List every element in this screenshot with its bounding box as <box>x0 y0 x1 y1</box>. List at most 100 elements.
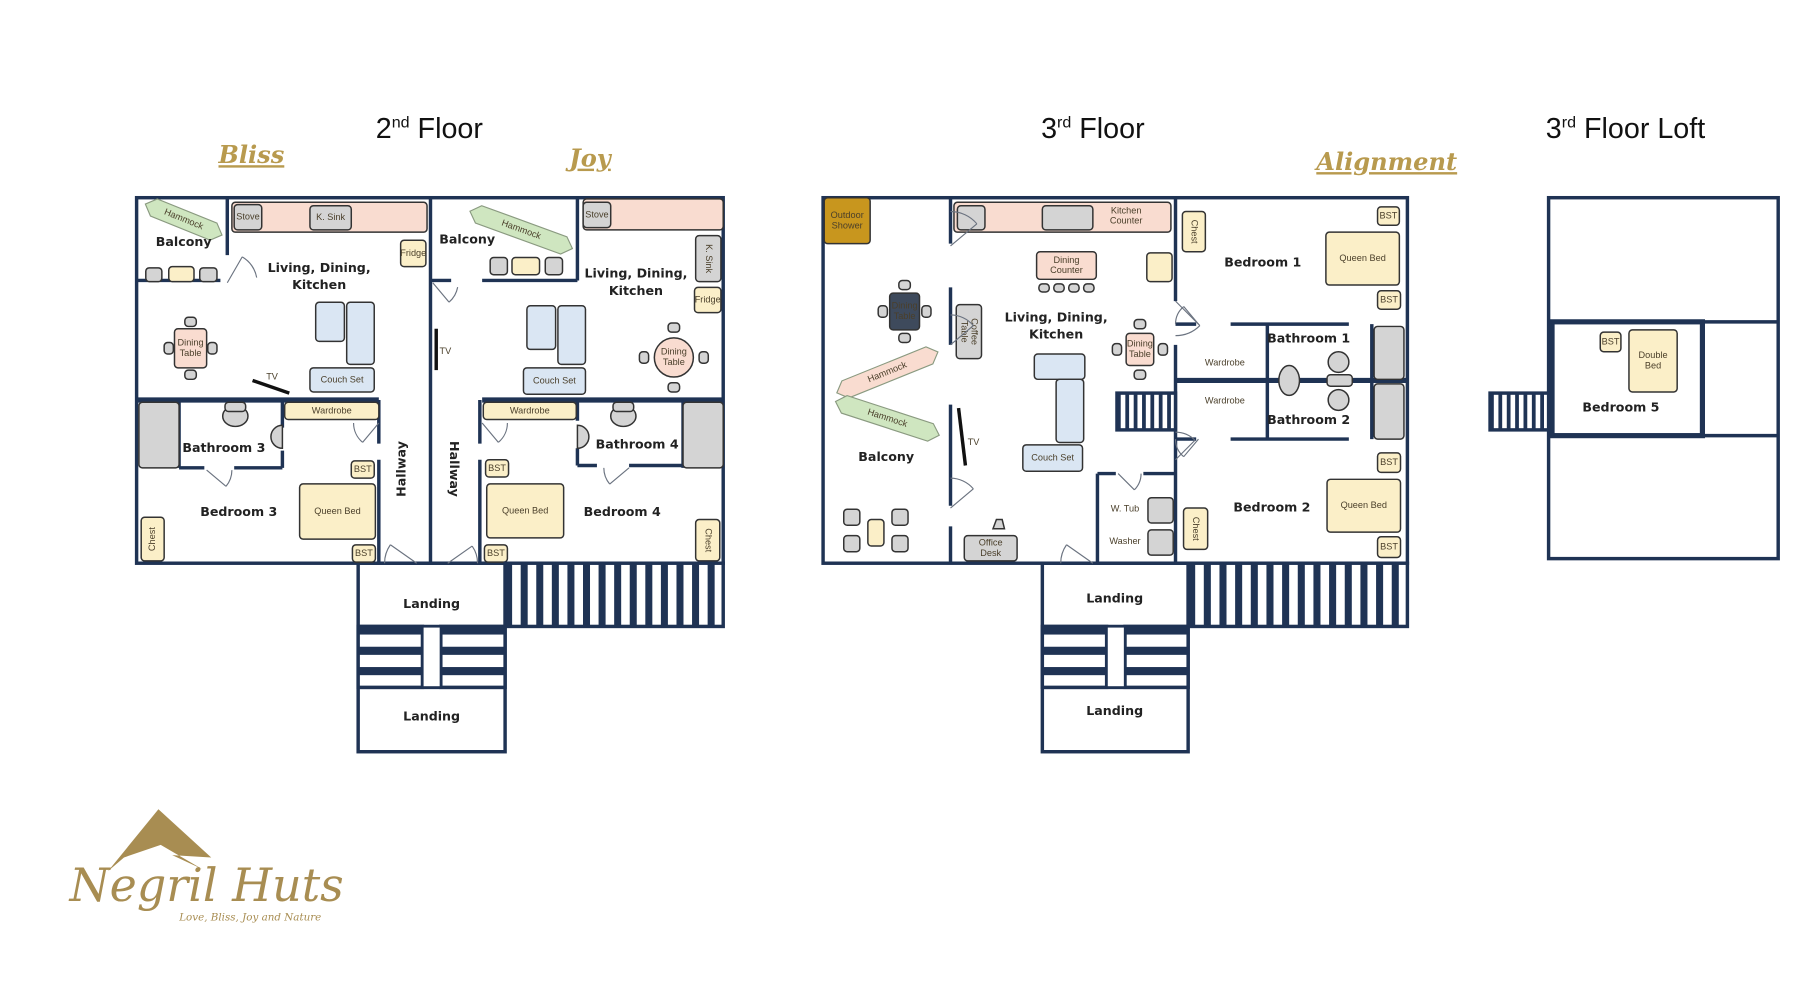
label-bedroom3: Bedroom 3 <box>200 504 277 519</box>
door[interactable] <box>1175 300 1201 337</box>
label-bst: BST <box>1380 457 1398 467</box>
label-bst: BST <box>1380 294 1398 304</box>
door[interactable] <box>1117 473 1142 491</box>
door[interactable] <box>950 314 974 346</box>
label-balcony: Balcony <box>439 232 495 247</box>
title-3rd-floor-loft: 3rd Floor Loft <box>1546 113 1705 145</box>
bedside-table <box>483 544 509 563</box>
chair <box>898 279 912 291</box>
label-ldk: Kitchen <box>1029 327 1083 342</box>
shower <box>1373 325 1405 381</box>
label-kitchen-counter: Kitchen <box>1111 205 1142 215</box>
stool <box>1053 283 1065 293</box>
chair <box>698 350 710 364</box>
label-ldk: Kitchen <box>609 283 663 298</box>
label-queen-bed: Queen Bed <box>314 506 360 516</box>
label-chest: Chest <box>1191 517 1201 541</box>
label-ldk: Kitchen <box>292 277 346 292</box>
label-bst: BST <box>354 464 372 474</box>
chest <box>1182 507 1209 551</box>
door[interactable] <box>950 210 978 247</box>
water-tub <box>1147 496 1174 524</box>
shower <box>1373 383 1405 440</box>
label-fridge: Fridge <box>400 248 426 258</box>
toilet-tank <box>224 401 247 413</box>
bedside-table <box>484 459 510 478</box>
door[interactable] <box>950 477 974 509</box>
label-coffee-table: Table <box>959 321 969 343</box>
door[interactable] <box>383 544 418 564</box>
title-3rd-floor: 3rd Floor <box>1041 113 1145 145</box>
door[interactable] <box>1175 431 1196 461</box>
chair <box>843 508 861 527</box>
dining-table <box>1125 332 1155 367</box>
label-bst: BST <box>355 548 373 558</box>
label-bathroom4: Bathroom 4 <box>596 436 679 451</box>
stool <box>1038 283 1050 293</box>
door[interactable] <box>352 422 380 443</box>
couch <box>1033 353 1086 381</box>
label-wardrobe: Wardrobe <box>1205 358 1245 368</box>
stool <box>1068 283 1080 293</box>
side-table <box>867 518 885 547</box>
kitchen-sink <box>694 234 722 283</box>
walls-2nd-floor <box>134 195 725 754</box>
stairs-up-3rd <box>1186 561 1410 629</box>
label-dining-table: Dining <box>178 338 204 348</box>
label-tv: TV <box>266 371 279 381</box>
label-bst: BST <box>488 463 506 473</box>
label-tv: TV <box>440 346 453 356</box>
door[interactable] <box>226 256 258 284</box>
door[interactable] <box>1174 438 1199 458</box>
label-hallway: Hallway <box>447 441 462 497</box>
label-stove: Stove <box>236 212 259 222</box>
bedside-table <box>350 460 375 479</box>
stair-divider <box>421 625 442 689</box>
label-outdoor-shower: Shower <box>832 220 863 230</box>
outdoor-shower <box>823 196 871 245</box>
label-chest: Chest <box>147 527 157 551</box>
label-bst: BST <box>1602 336 1620 346</box>
label-tv: TV <box>968 437 981 447</box>
dining-table-outdoor <box>888 292 921 331</box>
wardrobe <box>482 401 578 421</box>
door[interactable] <box>1060 544 1094 564</box>
couch <box>314 301 346 343</box>
label-outdoor-shower: Outdoor <box>831 210 864 220</box>
hammock: Hammock <box>836 346 939 399</box>
sink <box>270 424 284 450</box>
queen-bed <box>298 483 377 540</box>
walls-loft <box>1546 195 1780 561</box>
door[interactable] <box>603 467 630 485</box>
hammock: Hammock <box>834 394 941 442</box>
label-bathroom3: Bathroom 3 <box>182 440 265 455</box>
label-queen-bed: Queen Bed <box>1339 253 1385 263</box>
label-k-sink: K. Sink <box>316 212 345 222</box>
chair <box>891 508 909 527</box>
door[interactable] <box>432 282 459 303</box>
chair <box>489 256 509 276</box>
label-bedroom2: Bedroom 2 <box>1233 500 1310 515</box>
label-wardrobe: Wardrobe <box>1205 396 1245 406</box>
hut-roof-icon <box>107 809 212 872</box>
chair <box>198 267 218 283</box>
door[interactable] <box>481 422 508 443</box>
door[interactable] <box>447 545 479 564</box>
chair <box>843 534 861 553</box>
chair <box>667 382 681 393</box>
fridge <box>399 239 427 268</box>
label-queen-bed: Queen Bed <box>502 505 548 515</box>
door[interactable] <box>1174 306 1199 325</box>
label-chest: Chest <box>703 528 713 552</box>
label-wardrobe: Wardrobe <box>510 405 550 415</box>
door[interactable] <box>206 469 233 487</box>
label-bedroom5: Bedroom 5 <box>1582 400 1659 415</box>
label-landing: Landing <box>403 596 460 611</box>
label-landing: Landing <box>1086 703 1143 718</box>
negril-huts-logo: Negril Huts Love, Bliss, Joy and Nature <box>69 809 344 924</box>
fridge <box>693 286 722 314</box>
stairs-loft <box>1488 391 1551 432</box>
chair <box>1111 342 1123 356</box>
label-fridge: Fridge <box>695 294 721 304</box>
